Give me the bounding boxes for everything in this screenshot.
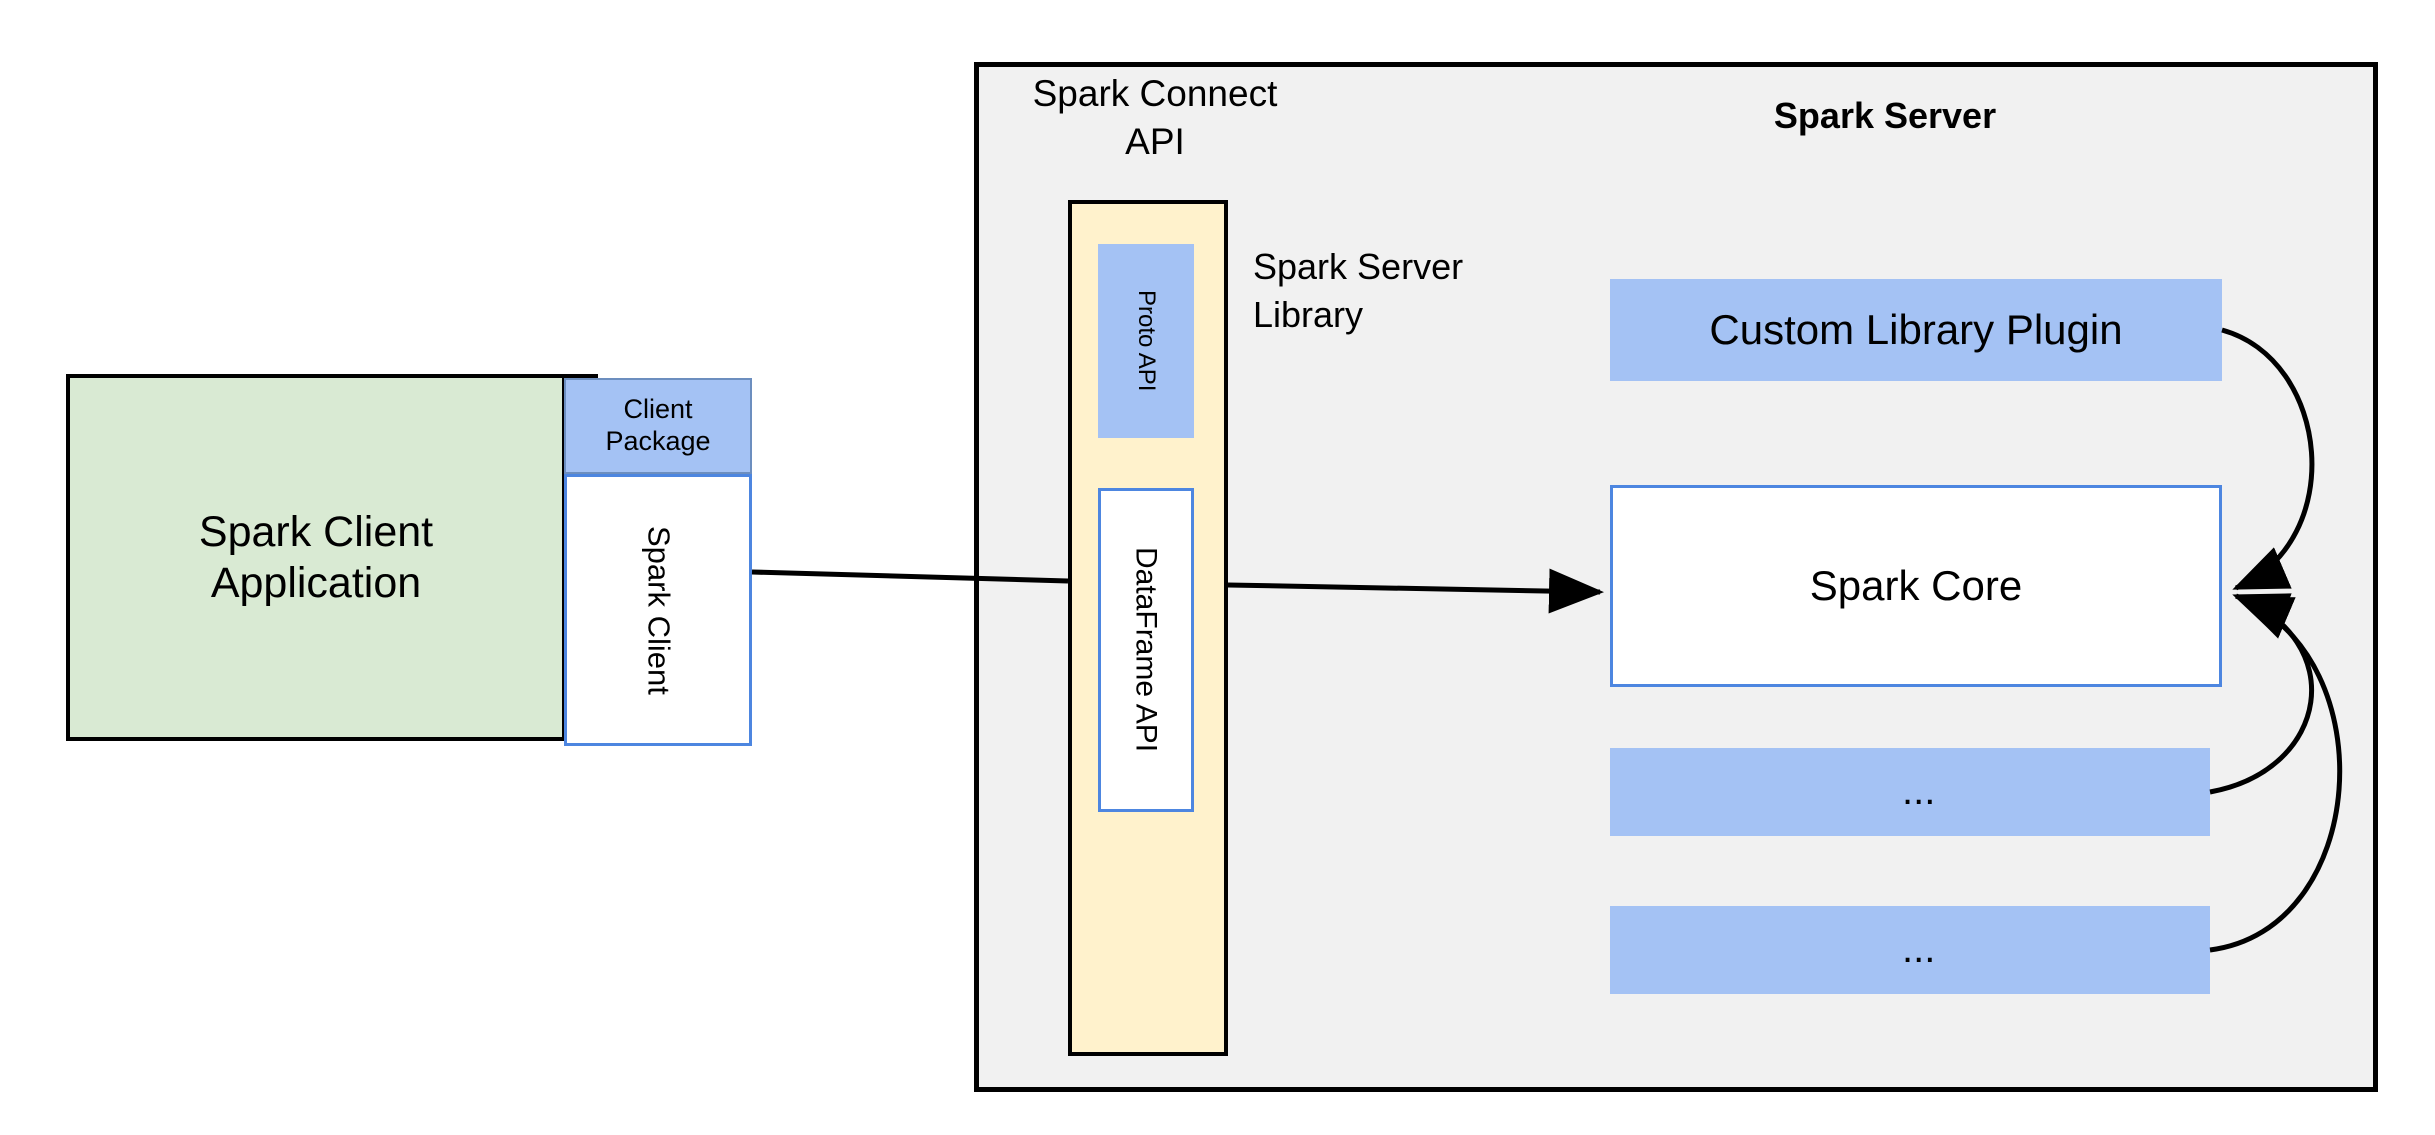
custom-library-plugin-box[interactable]: Custom Library Plugin [1610,279,2222,381]
spark-client-application-box[interactable]: Spark Client Application [66,374,566,741]
spark-connect-api-line-2: API [1125,121,1185,163]
proto-api-label: Proto API [1133,290,1161,392]
proto-api-box[interactable]: Proto API [1098,244,1194,438]
client-application-top-border-extension [560,374,598,378]
spark-client-label: Spark Client [641,525,677,695]
custom-library-plugin-label: Custom Library Plugin [1709,306,2123,354]
spark-server-library-line-2: Library [1253,293,1364,335]
client-package-line-1: Client [623,394,693,425]
dataframe-api-box[interactable]: DataFrame API [1098,488,1194,812]
spark-connect-api-line-1: Spark Connect [1032,73,1278,114]
spark-client-box[interactable]: Spark Client [564,474,752,746]
additional-component-label-1: ... [1902,769,1936,814]
spark-client-application-line-1: Spark Client [198,507,434,556]
spark-server-title: Spark Server [1773,95,1997,136]
dataframe-api-label: DataFrame API [1129,547,1163,753]
additional-component-box-1[interactable]: ... [1610,748,2210,836]
spark-core-label: Spark Core [1809,562,2023,610]
spark-server-library-label: Spark Server Library [1253,243,1553,338]
spark-connect-api-label: Spark Connect API [1000,70,1310,166]
client-package-box[interactable]: Client Package [564,378,752,474]
additional-component-label-2: ... [1902,927,1936,972]
spark-core-box[interactable]: Spark Core [1610,485,2222,687]
client-package-line-2: Package [605,426,711,456]
spark-client-application-line-2: Application [210,558,422,607]
spark-server-library-line-1: Spark Server [1253,246,1464,287]
additional-component-box-2[interactable]: ... [1610,906,2210,994]
